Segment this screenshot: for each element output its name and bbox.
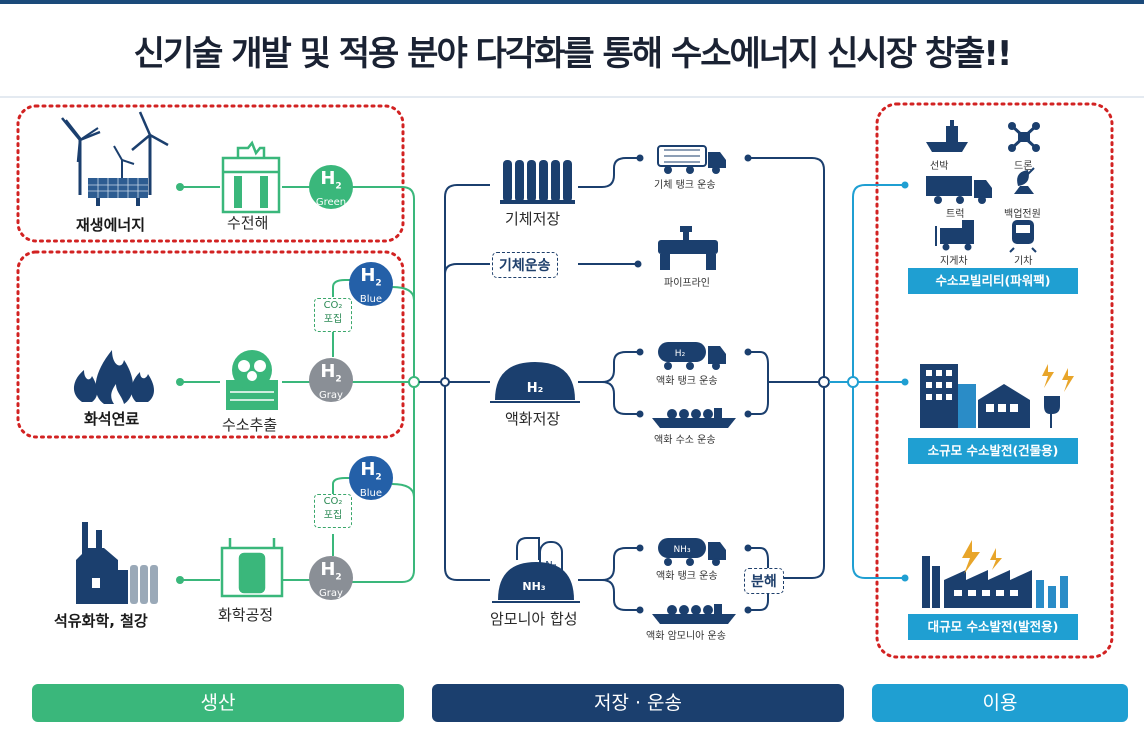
truck-label: 트럭 [946, 209, 965, 220]
h2-blue-label-2: Blue [359, 487, 383, 499]
h2-gray-icon-2: H2 Gray [309, 556, 353, 600]
extraction-label: 수소추출 [222, 416, 278, 434]
gas-cylinder-icon [500, 160, 575, 204]
gas-tank-truck-icon [657, 145, 726, 174]
gas-tank-transport-label: 기체 탱크 운송 [654, 180, 716, 191]
h2-blue-icon: H2 Blue [349, 262, 393, 306]
storage-transport-category-bar: 저장 · 운송 [432, 684, 844, 722]
forklift-icon [935, 220, 974, 251]
pipeline-icon [658, 226, 718, 270]
h2-green-label: Green [315, 196, 347, 208]
truck-icon [926, 176, 992, 204]
hydrogen-extraction-icon [226, 350, 278, 410]
wind-turbine-icon [61, 111, 169, 195]
production-category-bar: 생산 [32, 684, 404, 722]
decomposition-label: 분해 [744, 568, 784, 594]
page-title: 신기술 개발 및 적용 분야 다각화를 통해 수소에너지 신시장 창출!! [133, 34, 1013, 74]
liquid-hydrogen-shipping-label: 액화 수소 운송 [654, 435, 716, 446]
renewable-label: 재생에너지 [76, 216, 146, 234]
chem-process-label: 화학공정 [218, 606, 274, 624]
ship-icon [926, 120, 968, 152]
electrolysis-label: 수전해 [227, 214, 269, 232]
train-label: 기차 [1014, 256, 1033, 267]
liquid-storage-label: 액화저장 [505, 410, 561, 428]
drone-label: 드론 [1014, 161, 1033, 172]
solar-panel-icon [88, 178, 148, 206]
ammonia-tank-icon: N₂ NH₃ [492, 537, 580, 603]
h2-blue-icon-2: H2 Blue [349, 456, 393, 500]
liquid-tank-icon: H₂ [490, 362, 580, 403]
ammonia-ship-icon [652, 604, 736, 624]
chemical-process-icon [220, 538, 284, 598]
fossil-frame [16, 250, 405, 439]
factory-icon [76, 522, 158, 604]
gas-transport-label: 기체운송 [492, 252, 558, 278]
h2-gray-icon: H2 Gray [309, 358, 353, 402]
top-accent-bar [0, 0, 1144, 4]
ammonia-tank-transport-label: 액화 탱크 운송 [656, 571, 718, 582]
electrolysis-icon [221, 140, 281, 214]
power-plant-icon [922, 540, 1068, 608]
small-scale-power-box: 소규모 수소발전(건물용) [908, 438, 1078, 464]
flame-icon [73, 350, 154, 404]
liquid-tank-transport-label: 액화 탱크 운송 [656, 376, 718, 387]
backup-power-icon [1014, 167, 1035, 194]
h2-gray-label: Gray [319, 389, 343, 401]
hydrogen-mobility-box: 수소모빌리티(파워팩) [908, 268, 1078, 294]
liquid-tank-h2-label: H₂ [527, 381, 544, 396]
nh3-label: NH₃ [522, 580, 545, 593]
h2-gray-label-2: Gray [319, 587, 343, 599]
forklift-label: 지게차 [940, 256, 968, 267]
gas-storage-label: 기체저장 [505, 210, 561, 228]
liquid-tank-truck-icon: H₂ [658, 342, 726, 370]
ammonia-shipping-label: 액화 암모니아 운송 [646, 631, 726, 642]
h2-green-icon: H2 Green [309, 165, 353, 209]
h2-blue-label: Blue [359, 293, 383, 305]
ammonia-synthesis-label: 암모니아 합성 [490, 610, 578, 628]
liquid-hydrogen-ship-icon [652, 408, 736, 428]
train-icon [1009, 220, 1037, 253]
large-scale-power-box: 대규모 수소발전(발전용) [908, 614, 1078, 640]
pipeline-label: 파이프라인 [664, 278, 710, 289]
drone-icon [1008, 122, 1040, 152]
petrochemical-label: 석유화학, 철강 [54, 612, 148, 630]
usage-category-bar: 이용 [872, 684, 1128, 722]
building-icon [920, 364, 1074, 428]
renewable-frame [16, 104, 405, 243]
backup-power-label: 백업전원 [1004, 209, 1041, 220]
fossil-fuel-label: 화석연료 [84, 410, 140, 428]
ammonia-truck-nh3-label: NH₃ [673, 545, 691, 555]
liquid-truck-h2-label: H₂ [675, 349, 686, 359]
usage-frame [875, 102, 1114, 659]
ammonia-tank-truck-icon: NH₃ [658, 538, 726, 566]
ship-label: 선박 [930, 161, 949, 172]
